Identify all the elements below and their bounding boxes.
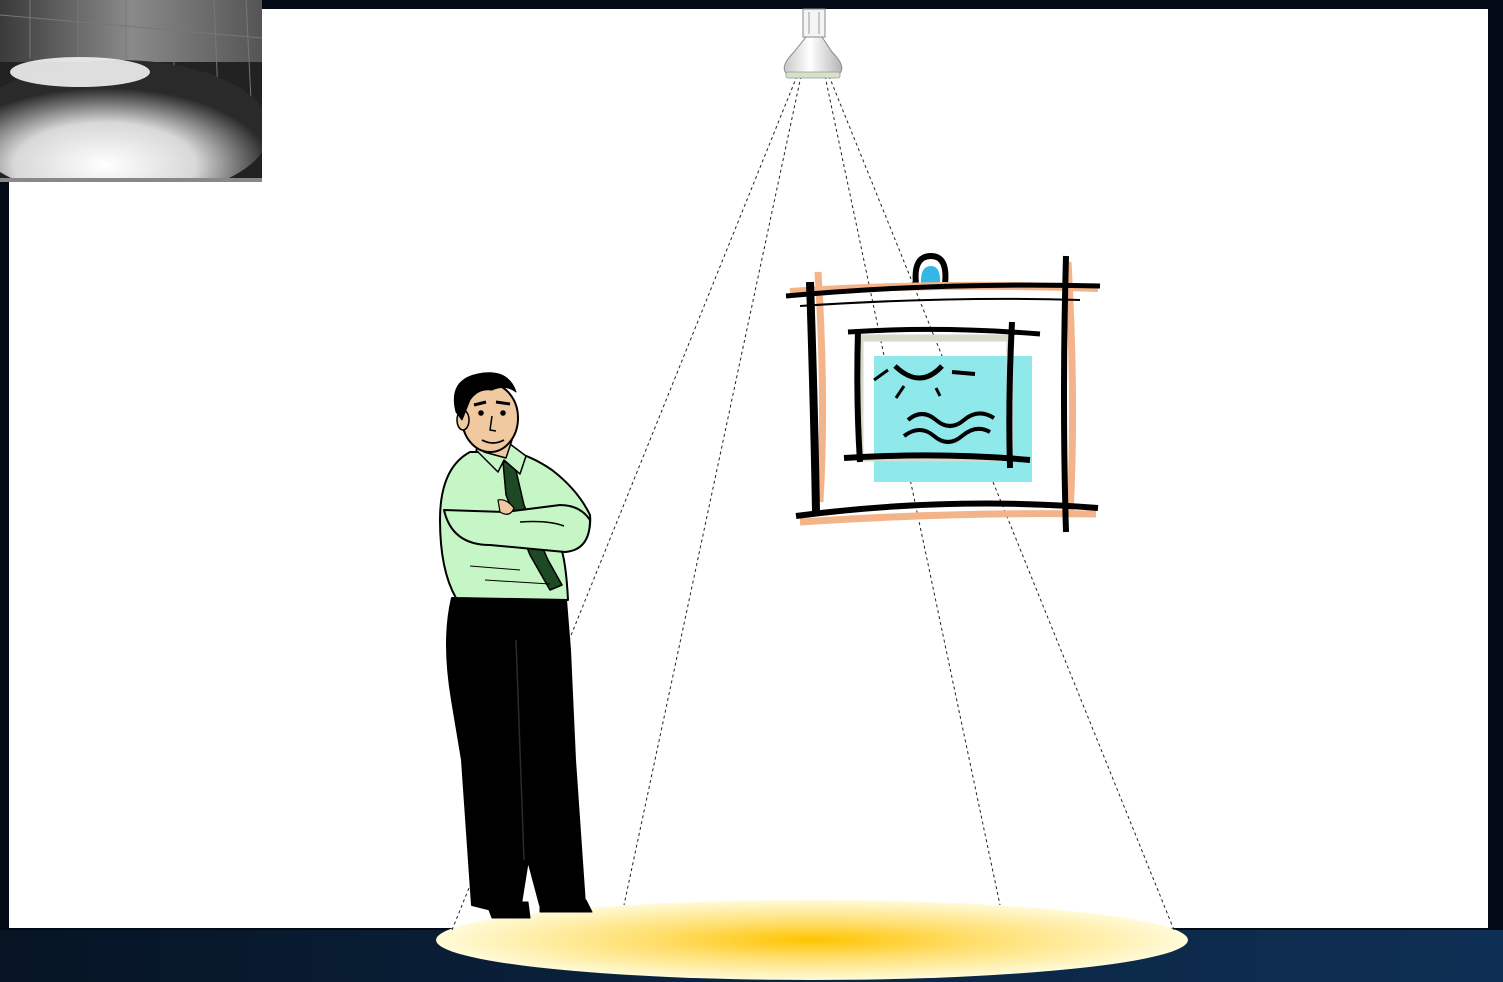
framed-picture-sun-waves-icon bbox=[786, 256, 1100, 532]
businessman-arms-crossed-icon bbox=[440, 373, 592, 918]
ceiling-spotlight-icon bbox=[784, 9, 842, 78]
